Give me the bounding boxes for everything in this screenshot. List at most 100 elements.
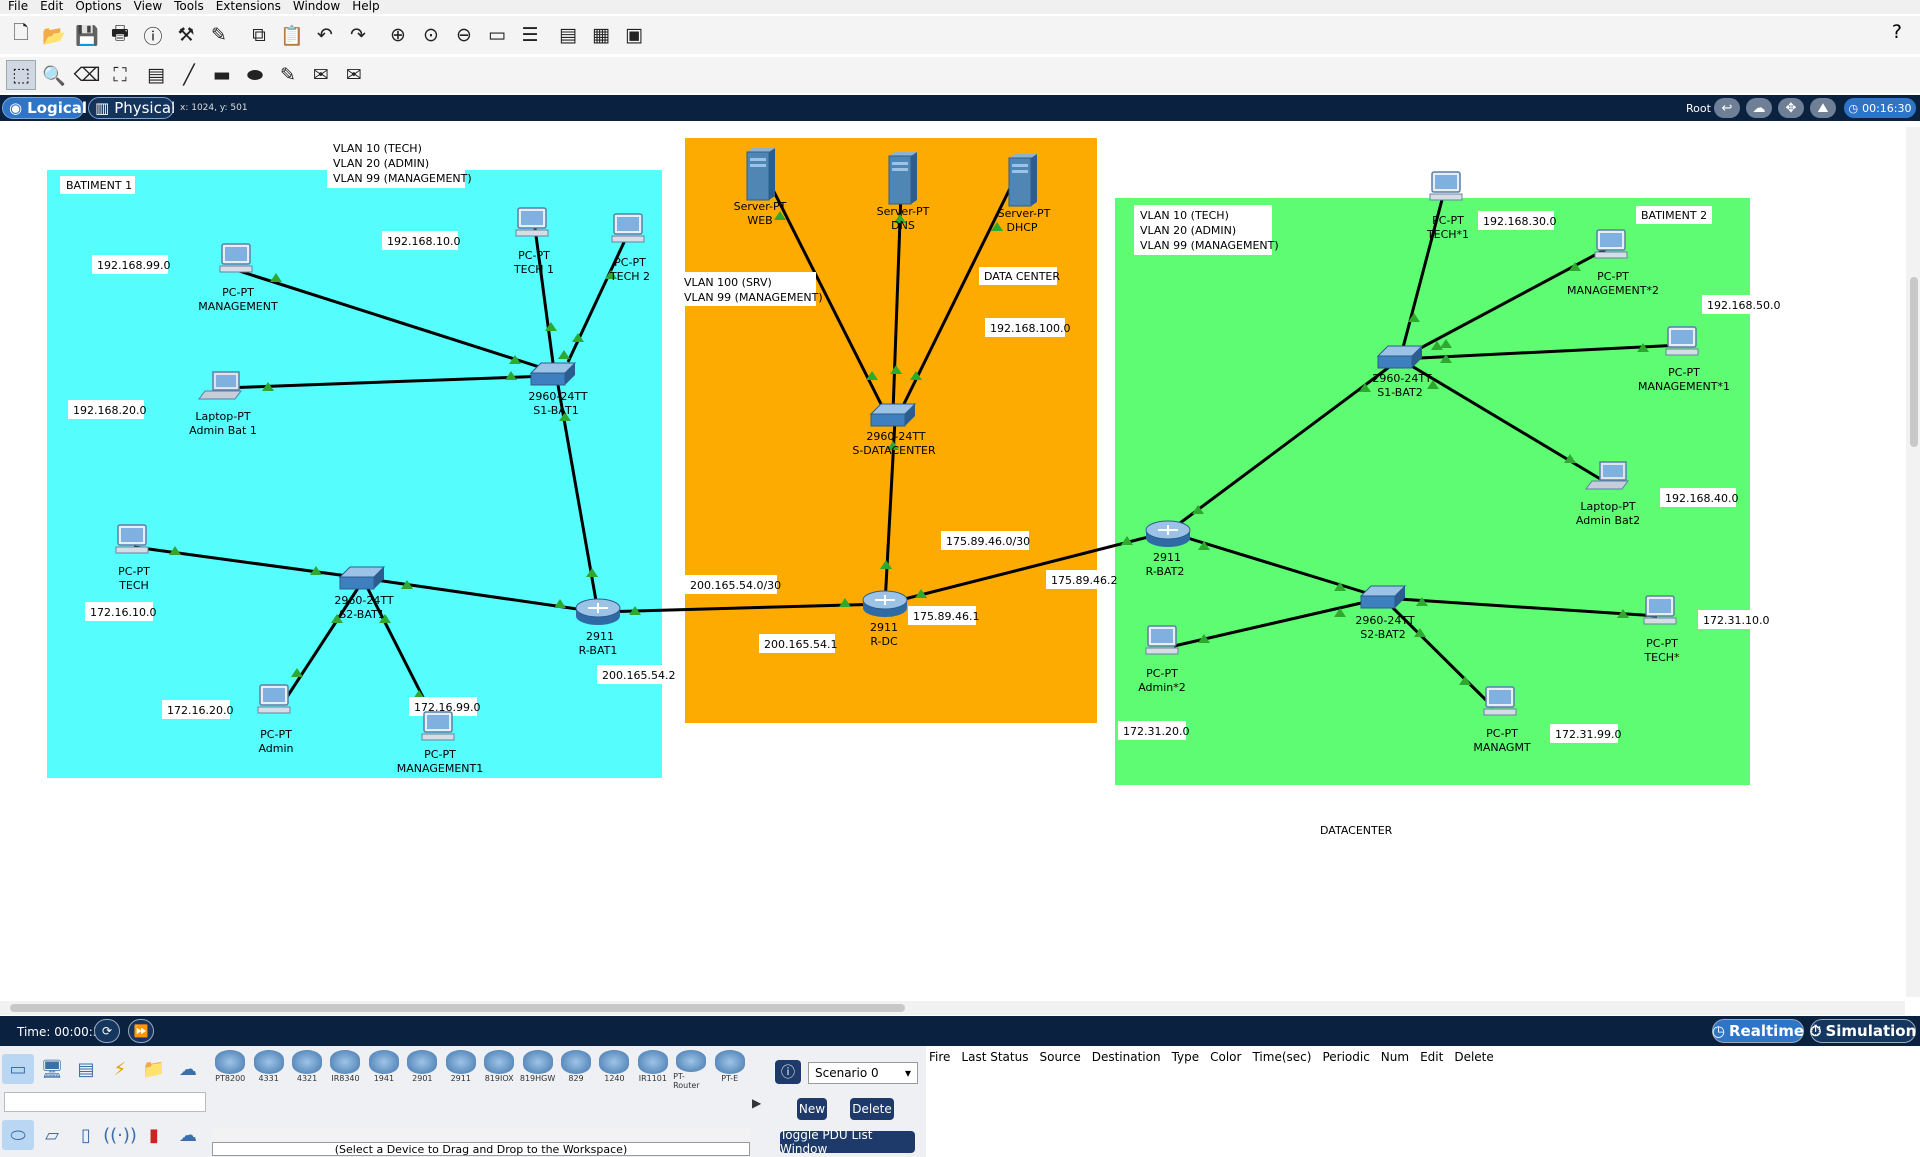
device-model-item[interactable]: 1941 xyxy=(366,1050,402,1090)
new-icon[interactable]: 🗋 xyxy=(13,22,29,44)
column-num[interactable]: Num xyxy=(1380,1050,1410,1064)
column-destination[interactable]: Destination xyxy=(1091,1050,1161,1064)
ellipse-icon[interactable]: ⬬ xyxy=(246,64,264,86)
switches-icon[interactable]: ▱ xyxy=(45,1124,59,1146)
column-source[interactable]: Source xyxy=(1039,1050,1081,1064)
delete-scenario-button[interactable]: Delete xyxy=(850,1098,894,1120)
column-type[interactable]: Type xyxy=(1171,1050,1200,1064)
menu-window[interactable]: Window xyxy=(292,0,341,13)
copy-icon[interactable]: ⧉ xyxy=(252,24,266,46)
horizontal-scroll-thumb[interactable] xyxy=(10,1004,905,1012)
device-model-item[interactable]: PT-Router xyxy=(673,1050,709,1090)
menu-extensions[interactable]: Extensions xyxy=(215,0,281,13)
vertical-scroll-thumb[interactable] xyxy=(1910,277,1918,447)
device-model-item[interactable]: 4331 xyxy=(250,1050,286,1090)
collapse-arrow-icon[interactable]: ▶ xyxy=(752,1096,762,1110)
wizard-icon[interactable]: ⚒ xyxy=(177,24,195,46)
device-model-item[interactable]: 819HGW xyxy=(519,1050,555,1090)
device-model-item[interactable]: PT-E xyxy=(711,1050,747,1090)
menu-edit[interactable]: Edit xyxy=(40,0,64,13)
undo-icon[interactable]: ↶ xyxy=(317,24,333,46)
column-time-sec[interactable]: Time(sec) xyxy=(1252,1050,1312,1064)
device-model-item[interactable]: 829 xyxy=(558,1050,594,1090)
notes-icon[interactable]: ▤ xyxy=(559,24,577,46)
components-icon[interactable]: ▤ xyxy=(77,1058,95,1080)
new-scenario-button[interactable]: New xyxy=(797,1098,827,1120)
routers-icon[interactable]: ⬭ xyxy=(2,1120,34,1150)
clock-display[interactable]: ◷00:16:30 xyxy=(1844,98,1916,118)
device-model-item[interactable]: IR1101 xyxy=(635,1050,671,1090)
realtime-mode-button[interactable]: ◷Realtime xyxy=(1712,1019,1804,1043)
move-icon[interactable]: ✥ xyxy=(1778,98,1804,118)
network-devices-icon[interactable]: ▭ xyxy=(2,1054,34,1084)
menu-help[interactable]: Help xyxy=(352,0,380,13)
device-list-scrollbar[interactable] xyxy=(212,1128,750,1140)
save-icon[interactable]: 💾 xyxy=(75,24,99,47)
cloud-icon[interactable]: ☁ xyxy=(1746,98,1772,118)
draw-line-icon[interactable]: ╱ xyxy=(183,64,195,86)
background-image-icon[interactable]: ⛰ xyxy=(1810,98,1836,118)
column-delete[interactable]: Delete xyxy=(1454,1050,1494,1064)
tab-physical[interactable]: ▥Physical xyxy=(88,97,175,119)
logical-workspace[interactable]: BATIMENT 1 DATA CENTER BATIMENT 2 DATACE… xyxy=(0,121,1920,1001)
select-icon[interactable]: ⬚ xyxy=(6,60,36,90)
miscellaneous-icon[interactable]: 📁 xyxy=(142,1058,166,1080)
column-periodic[interactable]: Periodic xyxy=(1322,1050,1370,1064)
wan-emulation-icon[interactable]: ☁ xyxy=(179,1124,197,1146)
scenario-select[interactable]: Scenario 0▾ xyxy=(808,1062,918,1084)
fast-forward-icon[interactable]: ⏩ xyxy=(128,1019,154,1043)
back-icon[interactable]: ↩ xyxy=(1714,98,1740,118)
multiuser-icon[interactable]: ☁ xyxy=(179,1058,197,1080)
device-model-item[interactable]: 2911 xyxy=(443,1050,479,1090)
place-note-icon[interactable]: ▤ xyxy=(147,64,165,86)
device-search-field[interactable] xyxy=(4,1092,206,1112)
paste-icon[interactable]: 📋 xyxy=(280,24,304,47)
zoom-in-icon[interactable]: ⊕ xyxy=(390,24,406,46)
menu-view[interactable]: View xyxy=(133,0,163,13)
column-edit[interactable]: Edit xyxy=(1420,1050,1444,1064)
power-cycle-icon[interactable]: ⟳ xyxy=(94,1019,120,1043)
device-model-item[interactable]: IR8340 xyxy=(327,1050,363,1090)
zoom-out-icon[interactable]: ⊖ xyxy=(456,24,472,46)
inspect-icon[interactable]: 🔍 xyxy=(42,64,66,87)
simulation-mode-button[interactable]: ⏱Simulation xyxy=(1810,1019,1916,1043)
menu-file[interactable]: File xyxy=(8,0,29,13)
complex-pdu-icon[interactable]: ✉ xyxy=(346,64,362,86)
activity-icon[interactable]: ✎ xyxy=(211,24,227,46)
print-icon[interactable]: 🖶 xyxy=(111,22,129,44)
connections-icon[interactable]: ⚡ xyxy=(113,1058,127,1080)
resize-icon[interactable]: ⛶ xyxy=(113,64,127,86)
device-model-item[interactable]: PT8200 xyxy=(212,1050,248,1090)
open-icon[interactable]: 📂 xyxy=(42,24,66,47)
zoom-reset-icon[interactable]: ⊙ xyxy=(423,24,439,46)
security-icon[interactable]: ▮ xyxy=(149,1124,159,1146)
wireless-devices-icon[interactable]: ((·)) xyxy=(103,1124,137,1146)
device-model-item[interactable]: 2901 xyxy=(404,1050,440,1090)
device-model-item[interactable]: 4321 xyxy=(289,1050,325,1090)
help-icon[interactable]: ? xyxy=(1891,21,1902,43)
info-icon[interactable]: ⓘ xyxy=(143,25,163,48)
vertical-scrollbar[interactable] xyxy=(1906,127,1920,997)
